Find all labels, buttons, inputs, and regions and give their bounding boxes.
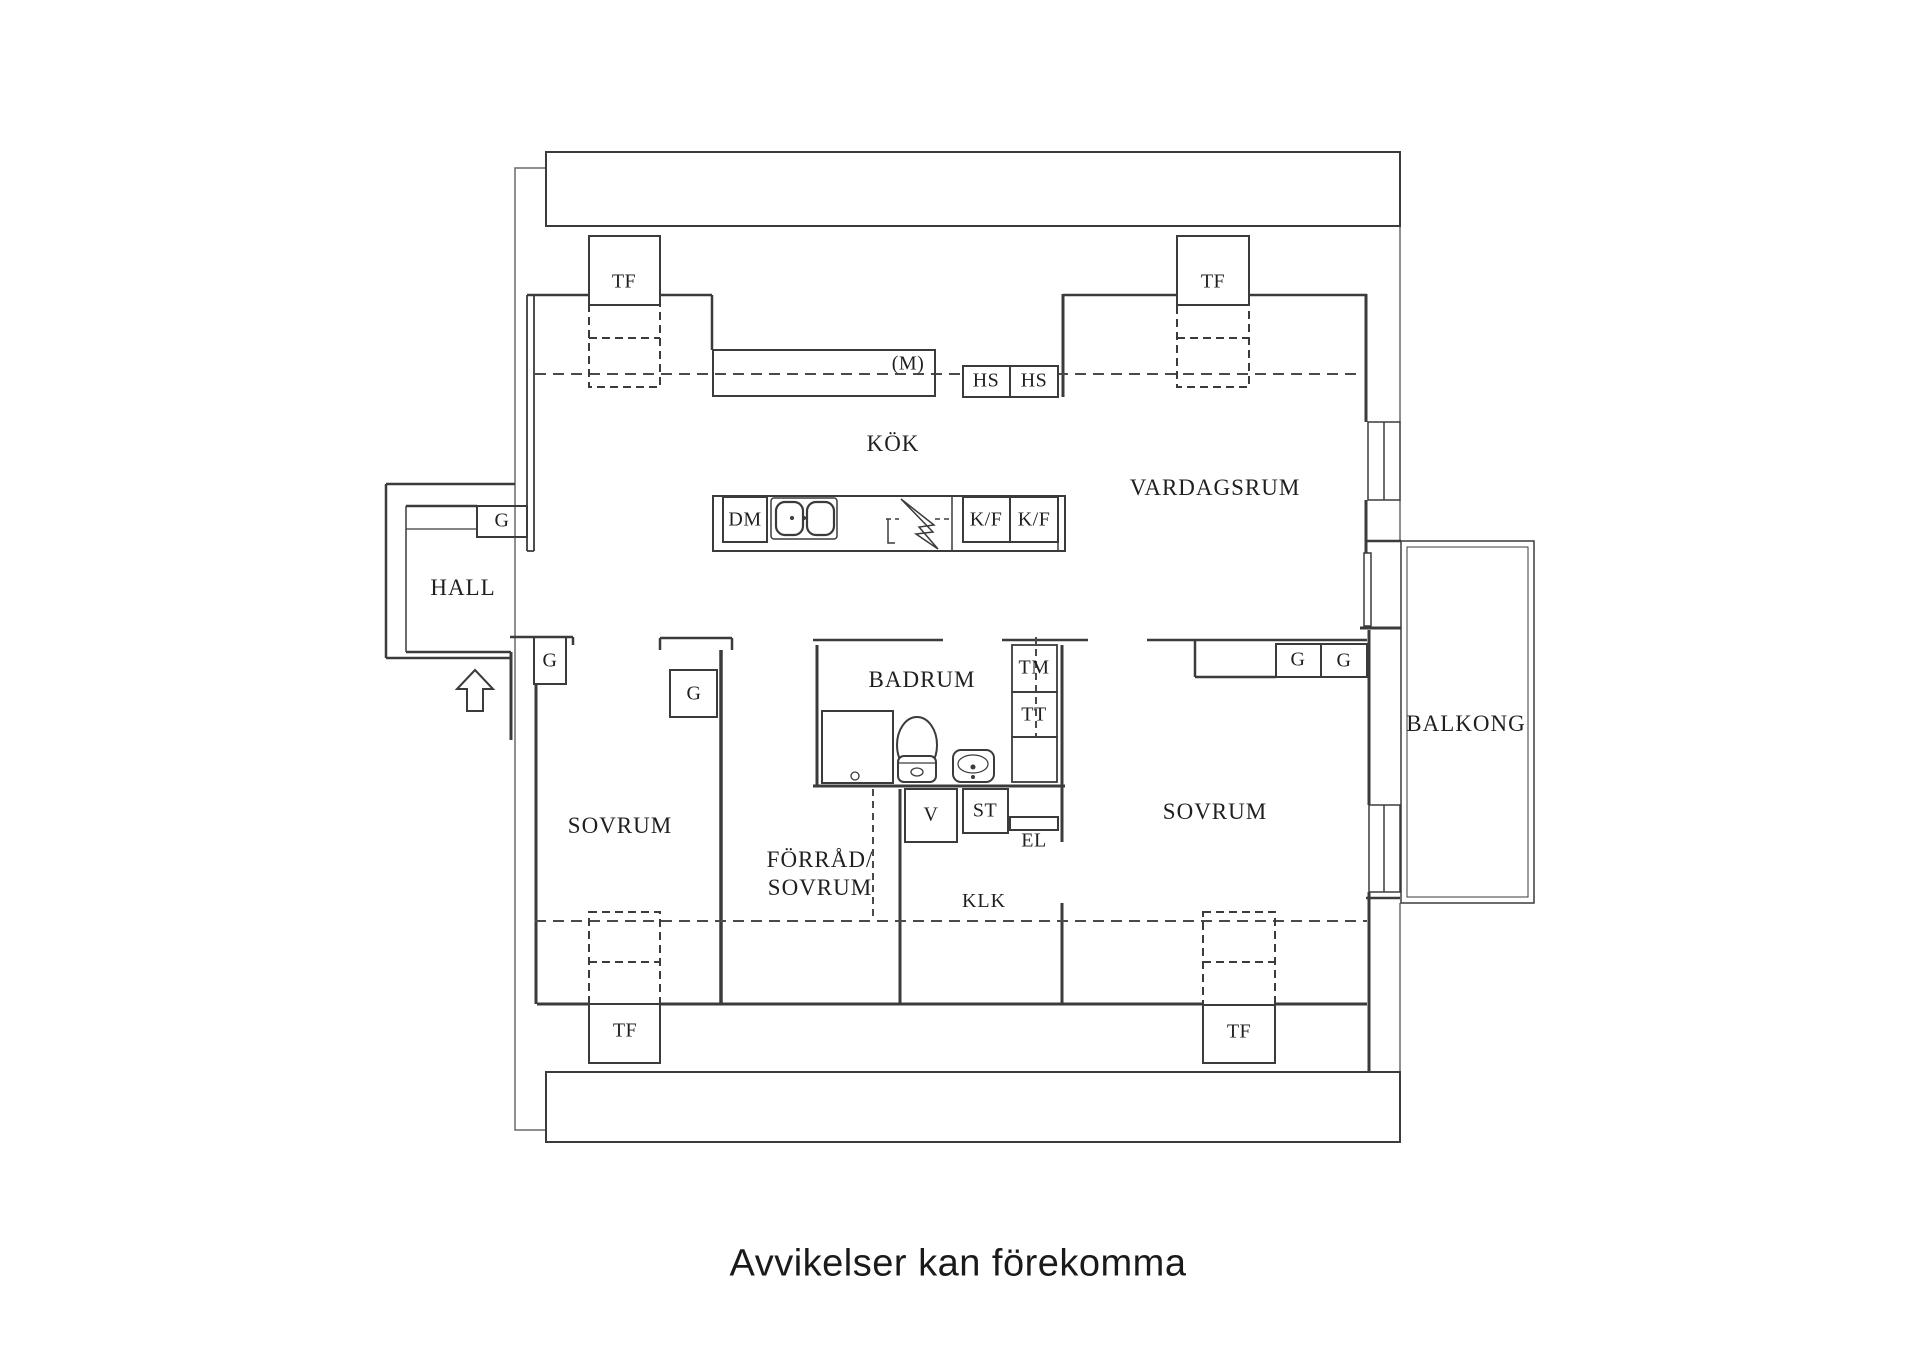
storage-bedroom-line1: FÖRRÅD/ xyxy=(766,847,874,872)
room-label-bedroom-right: SOVRUM xyxy=(1162,799,1268,824)
fridge-label-1: K/F xyxy=(969,508,1003,531)
kitchen-counter xyxy=(712,495,1066,552)
bathroom-fixtures xyxy=(821,710,995,784)
wardrobe-label-hall: G xyxy=(494,509,510,532)
tf-label-top-right: TF xyxy=(1200,270,1226,293)
dishwasher-box xyxy=(722,496,768,543)
balcony-door xyxy=(1363,552,1372,627)
room-label-balcony: BALKONG xyxy=(1406,711,1526,736)
kitchen-sink-icon xyxy=(770,497,838,540)
room-label-walkin-closet: KLK xyxy=(961,890,1007,912)
balcony-outline xyxy=(1400,540,1535,904)
tf-label-top-left: TF xyxy=(611,270,637,293)
bottom-facade-band xyxy=(545,1071,1401,1143)
tf-dashed-shafts xyxy=(588,304,1276,1006)
tf-solid-boxes xyxy=(588,235,1276,1064)
storage-bedroom-line2: SOVRUM xyxy=(767,875,873,900)
microwave-label: (M) xyxy=(891,352,925,375)
dryer-label: TT xyxy=(1021,703,1047,726)
outer-boundary-line xyxy=(514,167,1401,1131)
washbasin-icon xyxy=(952,749,995,783)
hs-shelf-boxes xyxy=(962,365,1059,398)
washing-machine-label: TM xyxy=(1018,656,1050,679)
toilet-icon xyxy=(896,716,938,783)
room-label-storage-bedroom: FÖRRÅD/ SOVRUM xyxy=(767,846,874,902)
room-label-bathroom: BADRUM xyxy=(868,667,976,692)
cleaning-closet-label: ST xyxy=(972,799,998,822)
shelf-label-2: HS xyxy=(1020,369,1048,392)
dishwasher-label: DM xyxy=(728,508,762,531)
electrical-label: EL xyxy=(1021,829,1047,852)
top-facade-band xyxy=(545,151,1401,227)
laundry-shaft xyxy=(1011,644,1058,783)
utility-boxes xyxy=(904,788,1059,843)
wardrobe-label-bedroom-right-1: G xyxy=(1290,648,1306,671)
disclaimer-text: Avvikelser kan förekomma xyxy=(729,1242,1187,1285)
room-label-living-room: VARDAGSRUM xyxy=(1129,475,1301,500)
upper-counter-box xyxy=(712,349,936,397)
shower-icon xyxy=(821,710,894,784)
wardrobe-label-entry: G xyxy=(542,649,558,672)
facade-bands xyxy=(545,151,1401,1143)
water-heater-label: V xyxy=(923,803,939,826)
fridge-label-2: K/F xyxy=(1017,508,1051,531)
room-label-kitchen: KÖK xyxy=(866,431,920,456)
room-label-bedroom-left: SOVRUM xyxy=(567,813,673,838)
tf-label-bottom-right: TF xyxy=(1226,1020,1252,1043)
shelf-label-1: HS xyxy=(972,369,1000,392)
wardrobe-label-bedroom-left: G xyxy=(686,682,702,705)
windows xyxy=(1363,421,1401,893)
room-label-hall: HALL xyxy=(430,575,496,600)
walls xyxy=(384,293,1401,1072)
wardrobe-boxes xyxy=(476,505,1368,718)
entrance-arrow-icon xyxy=(454,668,496,712)
stove-icon xyxy=(886,496,953,551)
wardrobe-label-bedroom-right-2: G xyxy=(1336,649,1352,672)
tf-label-bottom-left: TF xyxy=(612,1019,638,1042)
dashed-lines xyxy=(535,373,1367,922)
